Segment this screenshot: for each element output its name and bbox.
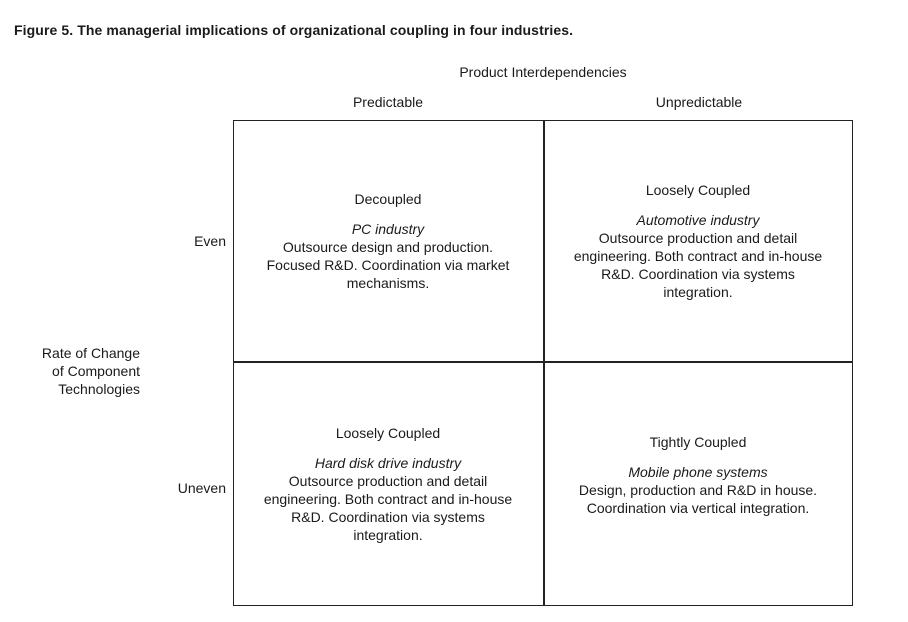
row-axis-title-line: Rate of Change (41, 345, 140, 361)
cell-label: Loosely Coupled (645, 182, 751, 198)
column-axis-title: Product Interdependencies (459, 64, 627, 80)
cell-label: Tightly Coupled (649, 434, 747, 450)
cell-unpredictable-even: Loosely Coupled Automotive industry Outs… (553, 181, 843, 301)
column-header-unpredictable: Unpredictable (655, 94, 743, 110)
column-header-predictable: Predictable (352, 94, 424, 110)
cell-industry: Hard disk drive industry (314, 455, 462, 471)
cell-predictable-uneven: Loosely Coupled Hard disk drive industry… (243, 424, 533, 544)
cell-predictable-even: Decoupled PC industry Outsource design a… (243, 190, 533, 292)
row-axis-title: Rate of Change of Component Technologies (10, 344, 140, 398)
figure-title: Figure 5. The managerial implications of… (14, 22, 574, 38)
row-header-uneven: Uneven (177, 480, 226, 496)
cell-label: Loosely Coupled (335, 425, 441, 441)
row-header-even: Even (194, 233, 226, 249)
cell-description: Outsource production and detail engineer… (263, 473, 513, 543)
matrix-vertical-divider (543, 120, 545, 606)
cell-description: Outsource design and production. Focused… (266, 239, 510, 291)
cell-description: Design, production and R&D in house. Coo… (578, 482, 818, 516)
cell-industry: PC industry (351, 221, 425, 237)
cell-label: Decoupled (354, 191, 422, 207)
cell-industry: Automotive industry (636, 212, 760, 228)
row-axis-title-line: of Component (52, 363, 140, 379)
matrix-horizontal-divider (233, 361, 853, 363)
cell-industry: Mobile phone systems (628, 464, 768, 480)
row-axis-title-line: Technologies (58, 381, 140, 397)
cell-description: Outsource production and detail engineer… (573, 230, 823, 300)
cell-unpredictable-uneven: Tightly Coupled Mobile phone systems Des… (553, 433, 843, 517)
